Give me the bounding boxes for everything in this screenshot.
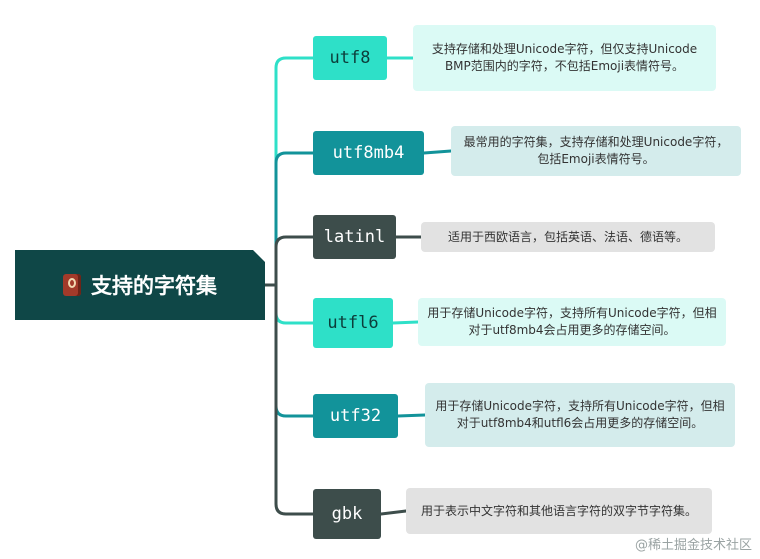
- description-connector: [391, 320, 420, 325]
- watermark: @稀土掘金技术社区: [634, 538, 752, 553]
- description-utf32[interactable]: 用于存储Unicode字符，支持所有Unicode字符，但相对于utf8mb4和…: [425, 383, 735, 447]
- root-topic[interactable]: 支持的字符集: [15, 250, 265, 320]
- branch-connector: [263, 283, 315, 516]
- description-latinl[interactable]: 适用于西欧语言，包括英语、法语、德语等。: [421, 222, 715, 252]
- branch-node-utf8[interactable]: utf8: [313, 36, 387, 80]
- branch-node-gbk[interactable]: gbk: [313, 489, 381, 539]
- description-utfl6[interactable]: 用于存储Unicode字符，支持所有Unicode字符，但相对于utf8mb4会…: [418, 298, 726, 346]
- branch-node-utf32[interactable]: utf32: [313, 394, 398, 438]
- description-utf8mb4[interactable]: 最常用的字符集，支持存储和处理Unicode字符，包括Emoji表情符号。: [451, 126, 741, 176]
- branch-node-latinl[interactable]: latinl: [313, 215, 396, 259]
- branch-connector: [263, 283, 315, 418]
- branch-connector: [263, 283, 315, 325]
- branch-connector: [263, 151, 315, 287]
- root-title: 支持的字符集: [91, 274, 217, 298]
- description-connector: [396, 413, 427, 418]
- description-connector: [422, 149, 453, 155]
- corner-fold: [253, 250, 265, 262]
- branch-connector: [263, 56, 315, 287]
- description-utf8[interactable]: 支持存储和处理Unicode字符，但仅支持Unicode BMP范围内的字符，不…: [413, 25, 716, 91]
- branch-node-utf8mb4[interactable]: utf8mb4: [313, 131, 424, 175]
- description-gbk[interactable]: 用于表示中文字符和其他语言字符的双字节字符集。: [406, 488, 712, 534]
- book-icon: [63, 274, 81, 296]
- branch-node-utfl6[interactable]: utfl6: [313, 298, 393, 348]
- description-connector: [379, 509, 408, 516]
- branch-connector: [263, 235, 315, 287]
